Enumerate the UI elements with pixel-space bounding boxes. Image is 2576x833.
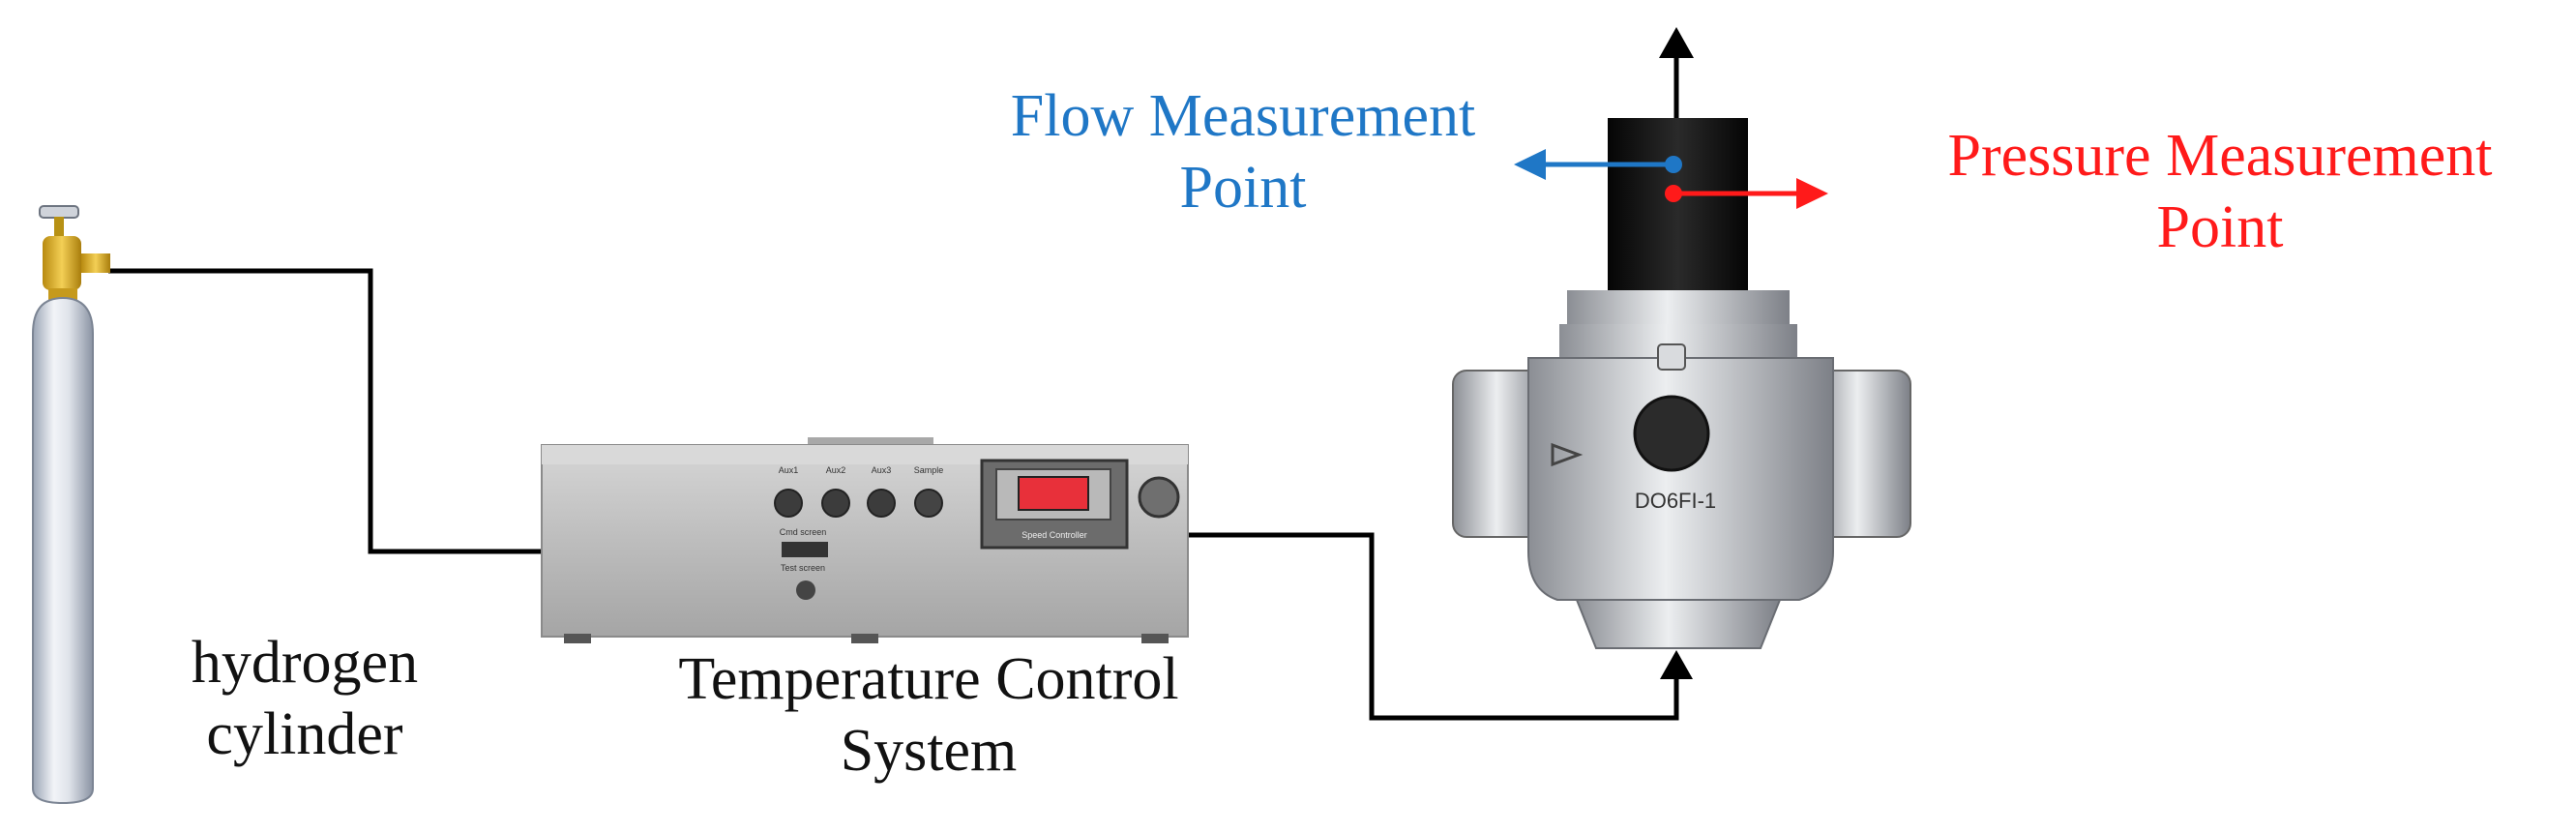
pressure-measurement-label: Pressure Measurement Point (1881, 120, 2559, 264)
panel-button-label-2: Aux2 (826, 465, 846, 475)
temperature-control-box: Aux1 Aux2 Aux3 Sample Cmd screen Test sc… (541, 437, 1189, 643)
hydrogen-cylinder (32, 205, 110, 805)
flow-measurement-label: Flow Measurement Point (924, 80, 1562, 224)
cylinder-label: hydrogen cylinder (145, 627, 464, 771)
panel-button-label-4: Sample (914, 465, 944, 475)
speed-controller-label: Speed Controller (1022, 530, 1087, 540)
line-cylinder-to-control (108, 268, 542, 554)
valve-marking: DO6FI-1 (1635, 489, 1716, 513)
power-knob (1138, 476, 1180, 519)
control-system-label-line1: Temperature Control (678, 646, 1179, 712)
outlet-arrow-head (1659, 27, 1694, 58)
speed-controller-display (1018, 476, 1089, 511)
panel-switch-label: Cmd screen (780, 527, 827, 537)
panel-button-label-3: Aux3 (872, 465, 892, 475)
pressure-arrow-head (1796, 178, 1828, 209)
panel-knob-1 (774, 489, 803, 518)
panel-knob-4 (914, 489, 943, 518)
panel-button-label-1: Aux1 (779, 465, 799, 475)
flow-measurement-label-line1: Flow Measurement (1010, 83, 1476, 149)
panel-knob-3 (867, 489, 896, 518)
valve-direction-arrow (1551, 442, 1584, 467)
line-control-to-valve (1188, 532, 1679, 721)
cylinder-label-line2: cylinder (206, 701, 403, 768)
panel-foot-knob (796, 580, 815, 600)
valve-knob (1633, 395, 1710, 472)
inlet-arrow-head (1660, 650, 1693, 679)
flow-arrow-head (1514, 149, 1546, 180)
panel-switch (782, 542, 828, 557)
panel-knob-2 (821, 489, 850, 518)
pressure-measurement-label-line2: Point (2156, 194, 2284, 261)
control-system-label-line2: System (840, 718, 1018, 785)
pressure-valve: DO6FI-1 (1452, 118, 1911, 649)
flow-measurement-label-line2: Point (1179, 155, 1307, 222)
cylinder-label-line1: hydrogen (191, 630, 419, 696)
pressure-point-dot (1665, 185, 1682, 202)
pressure-measurement-label-line1: Pressure Measurement (1947, 123, 2493, 189)
gas-line (108, 268, 1679, 721)
control-system-label: Temperature Control System (600, 643, 1258, 788)
flow-point-dot (1665, 156, 1682, 173)
panel-foot-label: Test screen (781, 563, 825, 573)
